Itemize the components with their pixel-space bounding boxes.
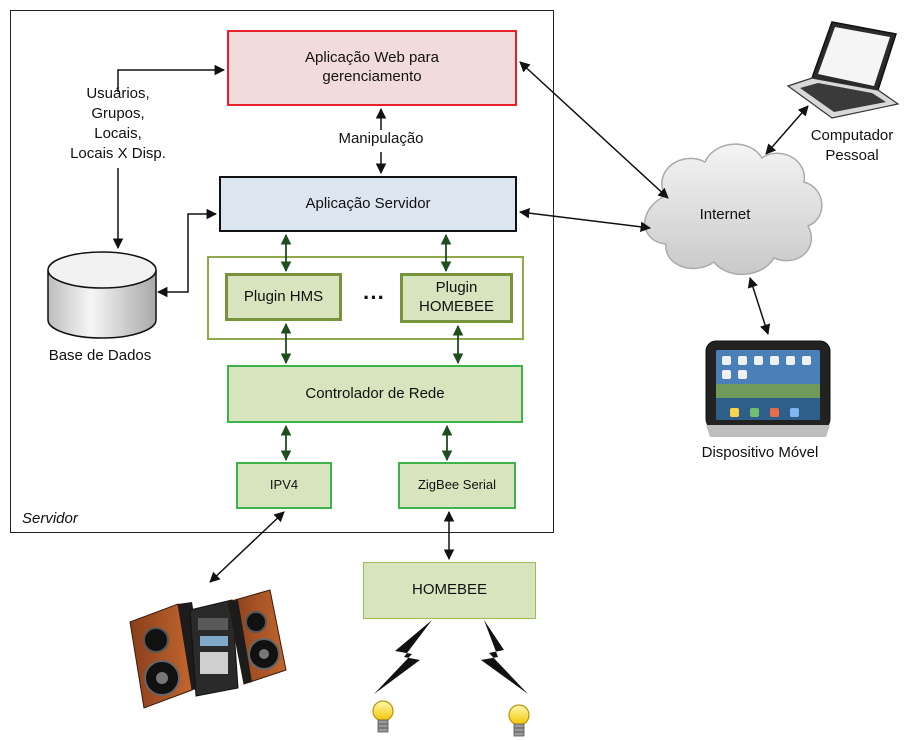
network-controller-box: Controlador de Rede [227, 365, 523, 423]
connectors [112, 61, 809, 583]
db-entity-places-devices: Locais X Disp. [70, 145, 166, 162]
homebee-label: HOMEBEE [411, 581, 487, 599]
plugin-group [207, 256, 524, 340]
internet-label: Internet [699, 206, 751, 223]
plugin-homebee-label: Plugin HOMEBEE [418, 279, 494, 315]
db-entity-users: Usuários, [86, 85, 150, 102]
mobile-device-label: Dispositivo Móvel [701, 444, 819, 461]
db-entity-places: Locais, [94, 125, 142, 142]
arrow-database-server [156, 208, 218, 298]
db-entity-groups: Grupos, [91, 105, 145, 122]
zigbee-serial-label: ZigBee Serial [417, 477, 497, 493]
arrow-webapp-internet [519, 61, 669, 199]
personal-computer-label: Computador Pessoal [800, 126, 904, 166]
server-app-box: Aplicação Servidor [219, 176, 517, 232]
plugin-homebee-box: Plugin HOMEBEE [400, 273, 513, 323]
arrow-internet-laptop [765, 105, 809, 155]
tablet-icon [705, 340, 831, 437]
ipv4-box: IPV4 [236, 462, 332, 509]
database-label: Base de Dados [48, 347, 152, 364]
light-bulb-left-icon [372, 700, 394, 733]
arrow-serverapp-internet [518, 207, 652, 233]
plugin-ellipsis: ··· [363, 285, 385, 310]
arrow-entities-to-webapp [117, 64, 226, 92]
internet-cloud-icon [644, 143, 823, 276]
stereo-system-icon [129, 589, 287, 709]
plugin-hms-label: Plugin HMS [243, 287, 324, 305]
server-label: Servidor [22, 510, 78, 527]
wireless-signal-right-icon [481, 620, 528, 694]
arrow-ipv4-stereo [209, 511, 285, 583]
arrow-internet-tablet [747, 277, 771, 335]
personal-computer-line1: Computador [810, 127, 894, 144]
web-app-label: Aplicação Web para gerenciamento [305, 49, 439, 85]
network-controller-label: Controlador de Rede [305, 384, 445, 402]
web-app-box: Aplicação Web para gerenciamento [227, 30, 517, 106]
homebee-box: HOMEBEE [363, 562, 536, 619]
personal-computer-line2: Pessoal [825, 147, 879, 164]
zigbee-serial-box: ZigBee Serial [398, 462, 516, 509]
plugin-hms-box: Plugin HMS [225, 273, 342, 321]
light-bulb-right-icon [508, 704, 530, 737]
internal-connectors [280, 233, 464, 462]
manipulation-label: Manipulação [316, 130, 446, 149]
server-app-label: Aplicação Servidor [305, 194, 431, 212]
ipv4-label: IPV4 [269, 477, 299, 493]
wireless-signal-left-icon [374, 620, 432, 694]
laptop-icon [786, 21, 900, 119]
db-entities-label: Usuários, Grupos, Locais, Locais X Disp. [48, 84, 188, 164]
database-icon [47, 251, 157, 339]
